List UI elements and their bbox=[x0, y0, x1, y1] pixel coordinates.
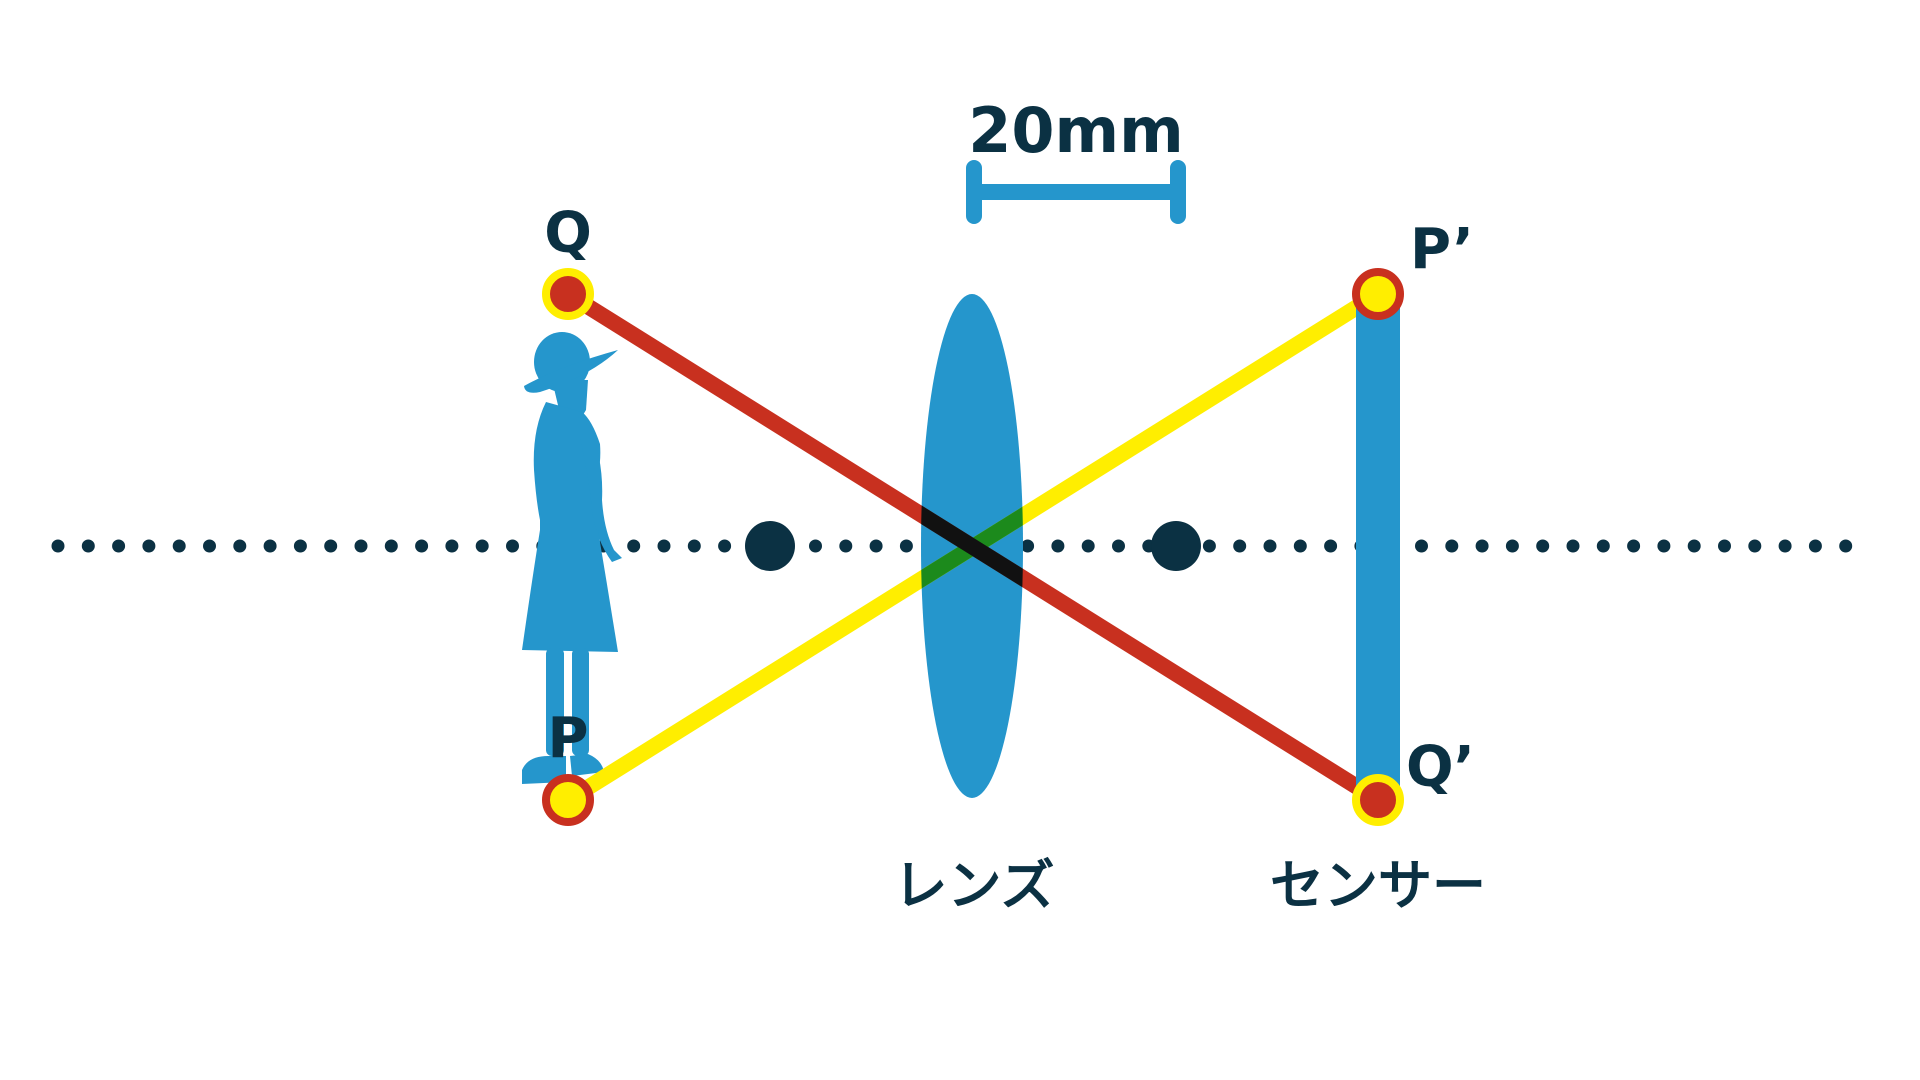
point-q-prime-label: Q’ bbox=[1406, 735, 1475, 800]
scale-label: 20mm bbox=[968, 94, 1184, 167]
point-q-marker bbox=[542, 268, 594, 320]
sensor bbox=[1356, 294, 1400, 800]
point-p-marker bbox=[542, 774, 594, 826]
point-q-prime-marker bbox=[1352, 774, 1404, 826]
point-p-prime-marker bbox=[1352, 268, 1404, 320]
scale-bar bbox=[966, 160, 1186, 224]
focal-point-back bbox=[1151, 521, 1201, 571]
ray-q-through-lens bbox=[921, 294, 1023, 798]
focal-point-front bbox=[745, 521, 795, 571]
point-q-label: Q bbox=[544, 201, 592, 266]
person-silhouette-icon bbox=[522, 332, 622, 784]
sensor-label: センサー bbox=[1270, 854, 1486, 917]
point-p-prime-label: P’ bbox=[1410, 217, 1474, 282]
point-p-label: P bbox=[547, 706, 588, 771]
lens-label: レンズ bbox=[894, 854, 1055, 917]
